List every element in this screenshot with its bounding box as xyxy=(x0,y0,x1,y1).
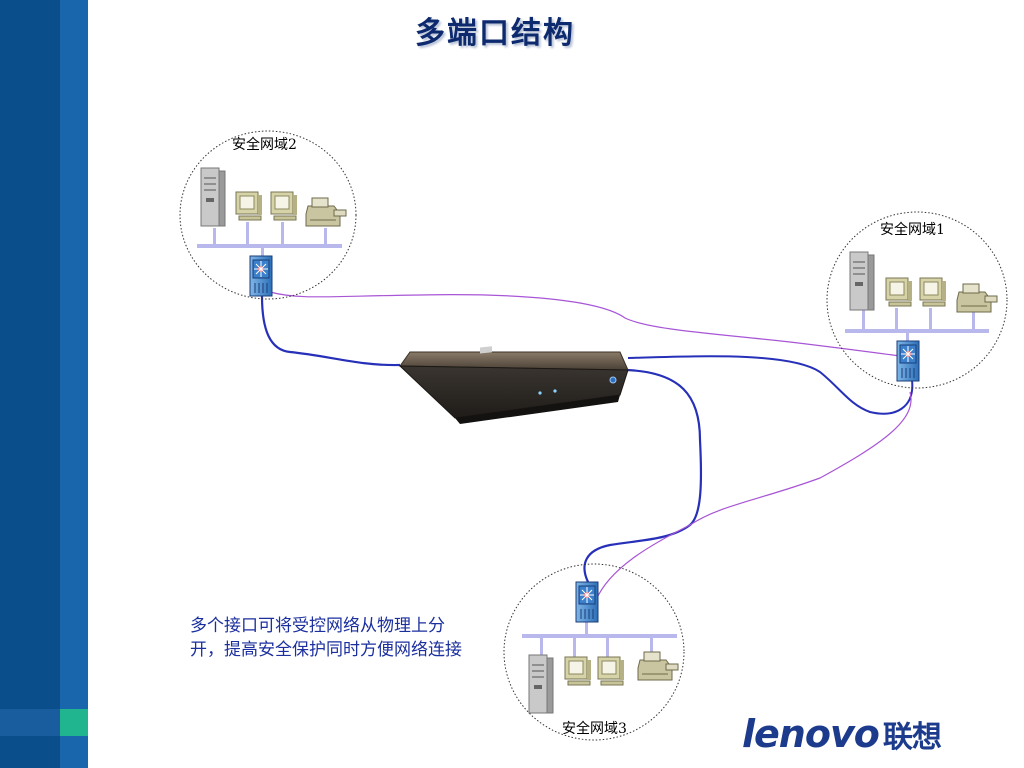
security-zone-1 xyxy=(826,211,1008,389)
printer-icon xyxy=(637,651,679,681)
printer-icon xyxy=(305,197,347,227)
workstation-icon xyxy=(885,277,913,307)
link-zone2-primary xyxy=(260,295,401,367)
connection-links xyxy=(260,291,914,601)
workstation-icon xyxy=(235,191,263,221)
sidebar-decoration xyxy=(0,0,88,768)
workstation-icon xyxy=(270,191,298,221)
sidebar-accent xyxy=(60,709,88,736)
sidebar-stripe xyxy=(60,0,88,768)
link-zone2-to-zone1 xyxy=(269,291,901,357)
appliance-icon xyxy=(398,346,629,424)
page-title: 多端口结构 xyxy=(415,16,575,51)
workstation-icon xyxy=(564,656,592,686)
server-icon xyxy=(849,251,875,311)
sidebar-band xyxy=(0,709,60,736)
printer-icon xyxy=(956,283,998,313)
zone-label: 安全网域3 xyxy=(562,721,627,737)
link-zone1-primary xyxy=(627,355,914,415)
logo-cn-text: 联想 xyxy=(882,720,942,755)
server-icon xyxy=(200,167,226,227)
firewall-switch-icon xyxy=(249,255,273,297)
link-zone1-to-zone3 xyxy=(595,391,912,601)
firewall-switch-icon xyxy=(896,340,920,382)
server-icon xyxy=(528,654,554,714)
security-zone-3 xyxy=(503,563,685,741)
workstation-icon xyxy=(919,277,947,307)
zone-label: 安全网域1 xyxy=(880,222,945,238)
workstation-icon xyxy=(597,656,625,686)
security-zone-2 xyxy=(179,130,357,300)
link-zone3-primary xyxy=(583,368,703,583)
zone-label: 安全网域2 xyxy=(232,137,297,153)
caption-text: 多个接口可将受控网络从物理上分开，提高安全保护同时方便网络连接 xyxy=(190,616,462,660)
logo-text: lenovo xyxy=(742,712,880,756)
firewall-switch-icon xyxy=(575,581,599,623)
